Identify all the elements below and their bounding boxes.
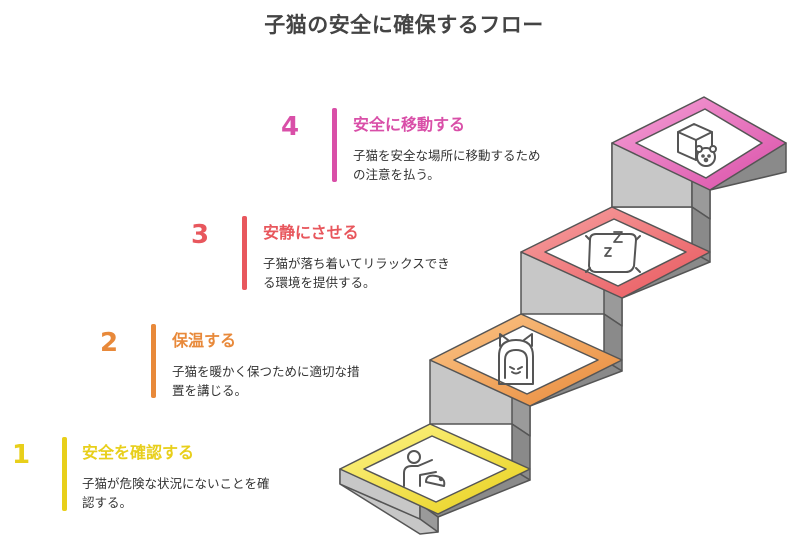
step-desc-2-line1: 子猫を暖かく保つために適切な措 [172,364,360,379]
step-desc-1: 子猫が危険な状況にないことを確 認する。 [82,474,270,512]
step-desc-3-line2: る環境を提供する。 [263,275,376,290]
step-desc-4: 子猫を安全な場所に移動するため の注意を払う。 [353,146,541,184]
step-bar-4 [332,108,337,182]
step-desc-3-line1: 子猫が落ち着いてリラックスでき [263,256,450,271]
step-desc-2: 子猫を暖かく保つために適切な措 置を講じる。 [172,362,360,400]
step-number-1: 1 [11,440,31,470]
step-top-4 [611,96,787,191]
page-title: 子猫の安全に確保するフロー [264,13,544,37]
sleep-pillow-icon [585,231,641,273]
step-desc-3: 子猫が落ち着いてリラックスでき る環境を提供する。 [263,254,450,292]
step-bar-3 [242,216,247,290]
step-number-3: 3 [190,220,210,250]
person-hand-icon [403,450,446,487]
step-title-4: 安全に移動する [353,115,466,134]
step-desc-1-line2: 認する。 [82,495,133,510]
step-number-4: 4 [280,112,300,142]
step-bar-1 [62,437,67,511]
box-teddy-icon [677,123,717,167]
step-desc-1-line1: 子猫が危険な状況にないことを確 [82,476,270,491]
step-title-3: 安静にさせる [263,223,359,242]
step-desc-4-line2: の注意を払う。 [353,167,440,182]
step-bar-2 [151,324,156,398]
cat-bed-icon [498,333,534,385]
step-top-3 [520,206,711,299]
step-title-2: 保温する [172,331,237,350]
step-desc-2-line2: 置を講じる。 [172,383,248,398]
step-title-1: 安全を確認する [82,443,195,462]
step-top-1 [339,423,531,515]
step-desc-4-line1: 子猫を安全な場所に移動するため [353,148,541,163]
step-number-2: 2 [99,328,119,358]
